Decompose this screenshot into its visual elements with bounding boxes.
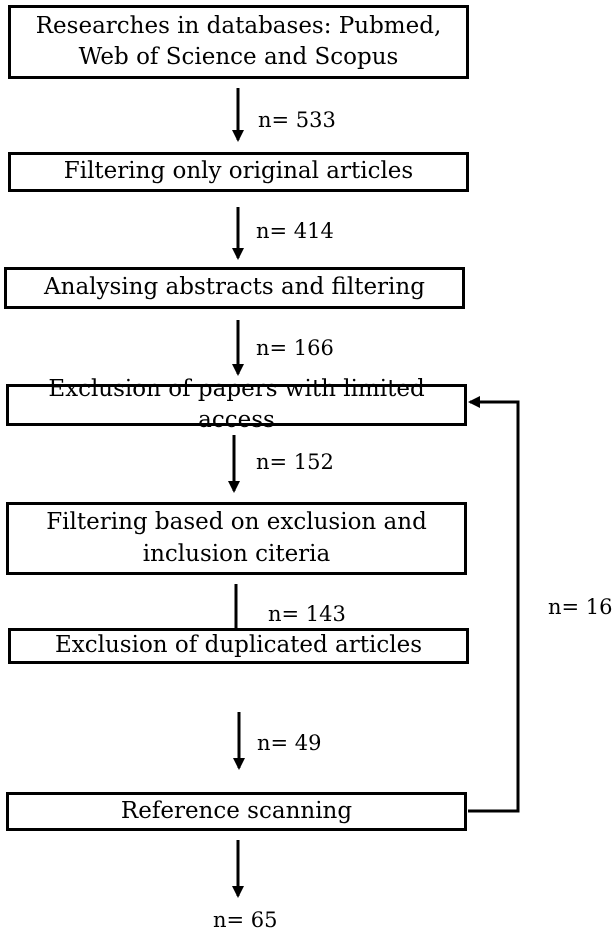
count-after-access-exclusion: n= 152 [256,450,334,474]
step-duplicates-label: Exclusion of duplicated articles [54,632,423,659]
count-after-search: n= 533 [258,108,336,132]
step-original-articles: Filtering only original articles [8,152,469,192]
step-limited-access: Exclusion of papers with limited access [6,376,467,433]
count-from-reference-scanning: n= 16 [548,595,613,619]
step-criteria: Filtering based on exclusion and inclusi… [6,502,467,575]
count-after-duplicates: n= 49 [257,731,322,755]
count-after-abstracts: n= 166 [256,336,334,360]
count-final: n= 65 [213,908,278,932]
step-database-search: Researches in databases: Pubmed, Web of … [8,5,469,79]
step-criteria-label: Filtering based on exclusion and inclusi… [46,509,427,567]
feedback-arrow [468,396,520,813]
count-after-original-filter: n= 414 [256,219,334,243]
step-abstracts-label: Analysing abstracts and filtering [44,274,425,301]
step-limited-access-label: Exclusion of papers with limited access [48,375,425,433]
step-reference-scanning: Reference scanning [6,792,467,831]
step-duplicates: Exclusion of duplicated articles [8,628,469,664]
step-reference-scanning-label: Reference scanning [120,797,353,824]
step-abstracts: Analysing abstracts and filtering [4,267,465,309]
count-after-criteria: n= 143 [268,602,346,626]
step-database-search-label: Researches in databases: Pubmed, Web of … [35,12,442,70]
step-original-articles-label: Filtering only original articles [63,158,414,185]
